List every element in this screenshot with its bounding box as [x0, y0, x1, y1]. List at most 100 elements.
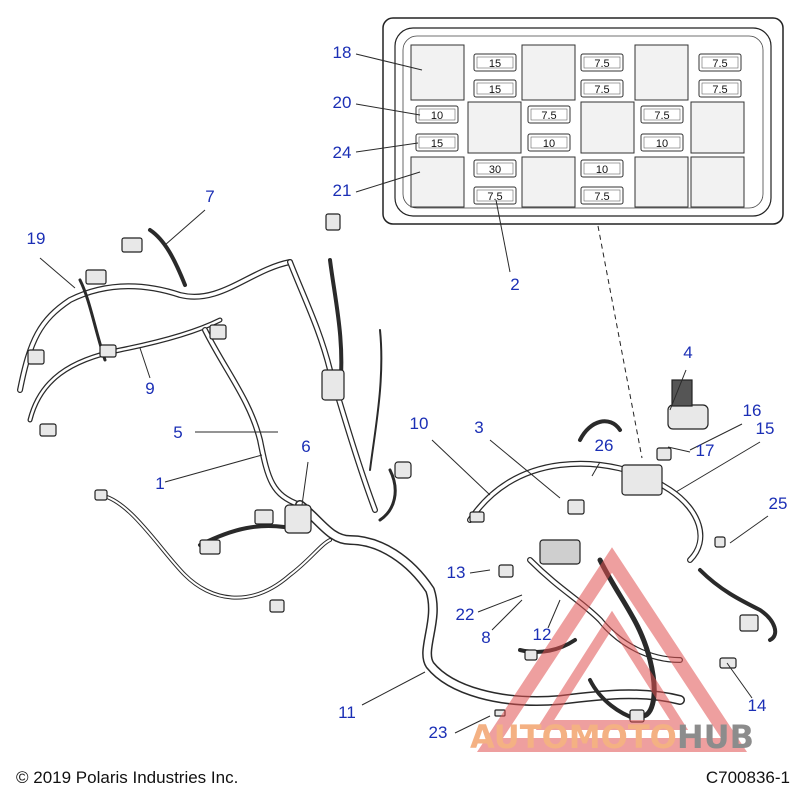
fuse-slot: 15	[415, 133, 459, 152]
callout-1: 1	[155, 474, 164, 493]
callout-10: 10	[410, 414, 429, 433]
fuse-slot: 7.5	[527, 105, 571, 124]
leader-lines	[39, 53, 769, 734]
fuse-slot: 7.5	[580, 53, 624, 72]
callout-19: 19	[27, 229, 46, 248]
fuse-rating: 7.5	[541, 110, 556, 122]
leader-line-23	[454, 715, 491, 734]
callout-18: 18	[333, 43, 352, 62]
relay-slot	[634, 44, 689, 101]
fuse-slot: 10	[580, 159, 624, 178]
leader-line-4	[669, 369, 687, 411]
fuse-slot: 7.5	[473, 186, 517, 205]
drawing-id: C700836-1	[705, 768, 790, 787]
leader-line-6	[301, 461, 309, 506]
relay-slot	[634, 156, 689, 208]
callout-9: 9	[145, 379, 154, 398]
fuse-rating: 7.5	[594, 191, 609, 203]
relay-slots	[410, 44, 745, 208]
fuse-rating: 15	[489, 84, 501, 96]
leader-line-24	[355, 142, 419, 153]
fuse-rating: 7.5	[712, 84, 727, 96]
watermark-text-part2: HUB	[677, 718, 754, 756]
fuse-slot: 7.5	[580, 79, 624, 98]
fuse-box: 15 15 7.5 7.5 7.5 7.5 10 15 7.5 10 7.5 10 30 7.5 10 7.5	[382, 17, 784, 459]
leader-line-2	[495, 199, 511, 273]
leader-line-10	[431, 439, 491, 496]
relay-slot	[410, 44, 465, 101]
fuse-slot: 7.5	[580, 186, 624, 205]
fuse-slots: 15 15 7.5 7.5 7.5 7.5 10 15 7.5 10 7.5 10 30 7.5 10 7.5	[415, 53, 742, 205]
fuse-rating: 7.5	[487, 191, 502, 203]
leader-line-15	[675, 441, 761, 493]
callouts: 1234567891011121314151617181920212223242…	[27, 43, 788, 742]
callout-20: 20	[333, 93, 352, 112]
callout-17: 17	[696, 441, 715, 460]
leader-line-20	[355, 103, 421, 116]
callout-13: 13	[447, 563, 466, 582]
callout-22: 22	[456, 605, 475, 624]
callout-4: 4	[683, 343, 692, 362]
fuse-rating: 10	[656, 138, 668, 150]
callout-11: 11	[338, 703, 356, 722]
leader-line-11	[361, 671, 426, 706]
callout-16: 16	[743, 401, 762, 420]
fuse-slot: 7.5	[698, 79, 742, 98]
leader-line-3	[489, 439, 561, 499]
relay-slot	[690, 101, 745, 154]
leader-line-1	[164, 454, 263, 483]
fuse-slot: 30	[473, 159, 517, 178]
leader-line-21	[355, 171, 421, 193]
relay-slot	[521, 44, 576, 101]
callout-3: 3	[474, 418, 483, 437]
leader-line-19	[39, 257, 76, 289]
fuse-slot: 10	[527, 133, 571, 152]
callout-7: 7	[205, 187, 214, 206]
relay-slot	[580, 101, 635, 154]
leader-line-26	[591, 461, 601, 477]
copyright-text: © 2019 Polaris Industries Inc.	[16, 768, 239, 787]
leader-line-16	[689, 423, 743, 451]
leader-line-17	[667, 446, 691, 453]
fuse-slot: 15	[473, 79, 517, 98]
left-harness	[17, 228, 685, 706]
relay-slot	[521, 156, 576, 208]
fuse-slot: 7.5	[640, 105, 684, 124]
callout-24: 24	[333, 143, 352, 162]
fuse-slot: 15	[473, 53, 517, 72]
leader-line-14	[726, 662, 753, 699]
callout-14: 14	[748, 696, 767, 715]
leader-line-8	[491, 599, 523, 631]
relay-slot	[467, 101, 522, 154]
leader-line-12	[547, 599, 561, 629]
callout-25: 25	[769, 494, 788, 513]
callout-6: 6	[301, 437, 310, 456]
right-harness-connectors	[469, 379, 759, 723]
callout-5: 5	[173, 423, 182, 442]
left-harness-connectors	[27, 213, 412, 613]
leader-line-25	[729, 515, 769, 544]
callout-23: 23	[429, 723, 448, 742]
fuse-slot: 7.5	[698, 53, 742, 72]
leader-line-9	[139, 347, 151, 379]
svg-text:AUTOMOTOHUB: AUTOMOTOHUB	[470, 718, 754, 756]
leader-line-18	[355, 53, 423, 71]
fuse-rating: 7.5	[654, 110, 669, 122]
fuse-rating: 15	[489, 58, 501, 70]
callout-15: 15	[756, 419, 775, 438]
watermark-text-part1: AUTOMOTO	[470, 718, 677, 756]
watermark-logo: AUTOMOTOHUB	[470, 547, 754, 756]
leader-line-22	[477, 594, 523, 613]
fuse-rating: 10	[543, 138, 555, 150]
callout-8: 8	[481, 628, 490, 647]
relay-slot	[410, 156, 465, 208]
callout-21: 21	[333, 181, 352, 200]
fuse-rating: 15	[431, 138, 443, 150]
fuse-rating: 10	[596, 164, 608, 176]
leader-line-7	[164, 209, 206, 246]
fuse-slot: 10	[415, 105, 459, 124]
fuse-rating: 7.5	[594, 58, 609, 70]
fuse-rating: 7.5	[594, 84, 609, 96]
leader-line-13	[469, 569, 491, 574]
